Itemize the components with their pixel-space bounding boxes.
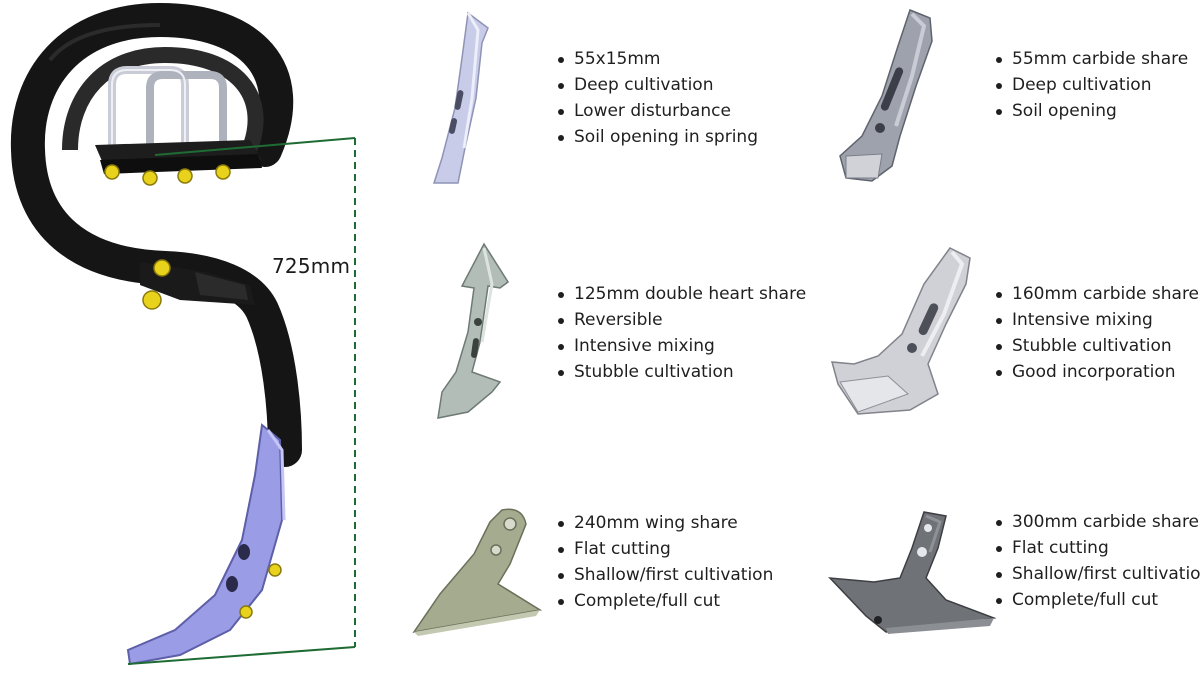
feature-item: Deep cultivation [556,72,758,98]
share-carbide-55-features: 55mm carbide share Deep cultivation Soil… [994,46,1188,124]
feature-item: 240mm wing share [556,510,773,536]
feature-item: Soil opening [994,98,1188,124]
share-carbide-55-image [839,9,933,182]
height-dimension-label: 725mm [272,254,351,278]
feature-item: Stubble cultivation [994,333,1199,359]
feature-item: Flat cutting [994,535,1200,561]
feature-item: Shallow/first cultivation [994,561,1200,587]
share-double-heart-125-image [437,242,510,419]
feature-item: 300mm carbide share [994,509,1200,535]
feature-item: Lower disturbance [556,98,758,124]
share-wing-240-features: 240mm wing share Flat cutting Shallow/fi… [556,510,773,614]
feature-item: 125mm double heart share [556,281,806,307]
feature-item: Shallow/first cultivation [556,562,773,588]
share-blade [126,423,286,666]
feature-item: Flat cutting [556,536,773,562]
feature-item: Deep cultivation [994,72,1188,98]
feature-item: Stubble cultivation [556,359,806,385]
feature-item: Complete/full cut [994,587,1200,613]
feature-item: Soil opening in spring [556,124,758,150]
feature-item: Good incorporation [994,359,1199,385]
s-tine-spring [10,2,302,467]
share-double-heart-125-features: 125mm double heart share Reversible Inte… [556,281,806,385]
feature-item: Intensive mixing [556,333,806,359]
feature-item: 55mm carbide share [994,46,1188,72]
clamp-nuts [104,164,231,186]
share-carbide-160-image [830,247,971,415]
feature-item: 160mm carbide share [994,281,1199,307]
share-55x15-image [432,11,489,184]
feature-item: Reversible [556,307,806,333]
feature-item: Intensive mixing [994,307,1199,333]
share-carbide-160-features: 160mm carbide share Intensive mixing Stu… [994,281,1199,385]
feature-item: 55x15mm [556,46,758,72]
feature-item: Complete/full cut [556,588,773,614]
tine-bracket [140,259,255,310]
share-carbide-300-features: 300mm carbide share Flat cutting Shallow… [994,509,1200,613]
tine-assembly-illustration [10,2,356,666]
height-dimension-lines [127,137,356,665]
share-wing-240-image [412,508,543,636]
share-55x15-features: 55x15mm Deep cultivation Lower disturban… [556,46,758,150]
share-carbide-300-image [828,511,996,634]
